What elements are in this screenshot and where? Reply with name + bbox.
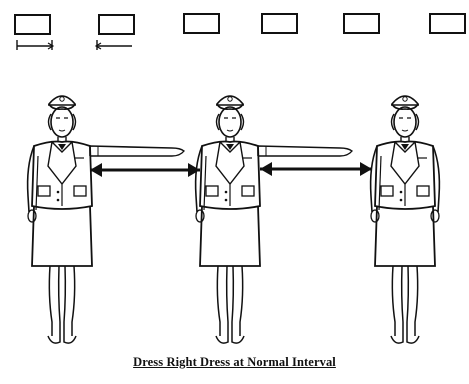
- position-marker: [430, 14, 465, 33]
- figure-center: [196, 96, 352, 343]
- figure-left: [28, 96, 184, 343]
- position-marker: [262, 14, 297, 33]
- interval-arrow-left: [90, 163, 200, 177]
- interval-arrows: [90, 162, 372, 177]
- interval-brackets: [17, 40, 132, 50]
- position-marker: [99, 15, 134, 34]
- interval-arrow-right: [260, 162, 372, 176]
- figure-right: [371, 96, 440, 343]
- interval-bracket-right: [97, 40, 132, 50]
- figure-caption: Dress Right Dress at Normal Interval: [0, 355, 469, 370]
- position-marker: [344, 14, 379, 33]
- position-markers: [15, 14, 465, 34]
- position-marker: [15, 15, 50, 34]
- position-marker: [184, 14, 219, 33]
- interval-bracket-left: [17, 40, 52, 50]
